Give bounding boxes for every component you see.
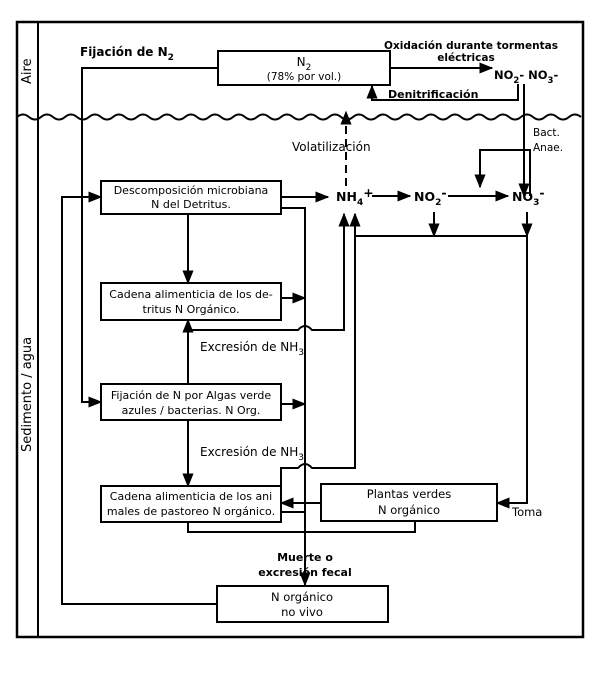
- excretion-nh3-label-2: Excresión de NH3: [200, 445, 304, 463]
- excretion-nh3-label-1: Excresión de NH3: [200, 340, 304, 358]
- uptake-arrow: [495, 236, 528, 509]
- detritus-chain-label-line1: Cadena alimenticia de los de-: [109, 288, 272, 301]
- excretion-nh3-arrow-1: [187, 212, 350, 331]
- bottom-merge-line: [187, 521, 416, 533]
- algae-fixation-box: [100, 383, 282, 421]
- green-plants-label-line1: Plantas verdes: [367, 487, 451, 501]
- nonliving-label-line2: no vivo: [281, 605, 323, 619]
- fixation-n2-label: Fijación de N2: [80, 45, 174, 63]
- no3-water-label: NO3-: [512, 185, 545, 208]
- outer-frame: [15, 20, 585, 639]
- bact-anae-label-line1: Bact.: [533, 127, 560, 139]
- fixation-n2-arrow: [81, 67, 218, 408]
- nonliving-label-line1: N orgánico: [271, 590, 333, 604]
- nonliving-to-decomposition-arrow: [61, 191, 217, 605]
- detritus-chain-label-line2: tritus N Orgánico.: [143, 303, 240, 316]
- n2-box-label: N2: [297, 55, 312, 73]
- microbial-decomposition-box: [100, 180, 282, 215]
- decomposition-label-line1: Descomposición microbiana: [114, 184, 269, 197]
- no2-no3-air-label: NO2- NO3-: [494, 68, 558, 86]
- zone-label-sediment: Sedimento / agua: [20, 337, 35, 452]
- bact-anae-label-line2: Anae.: [533, 142, 563, 154]
- n2-box-percent: (78% por vol.): [267, 71, 342, 83]
- uptake-label: Toma: [511, 505, 542, 519]
- decomposition-label-line2: N del Detritus.: [151, 198, 231, 211]
- oxidation-label-line1: Oxidación durante tormentas: [384, 40, 558, 52]
- denitrification-arrow: [366, 84, 519, 101]
- water-surface-wave: [16, 113, 582, 121]
- algae-label-line2: azules / bacterias. N Org.: [122, 404, 261, 417]
- no2-water-label: NO2-: [414, 185, 447, 208]
- green-plants-label-line2: N orgánico: [378, 503, 440, 517]
- nh4-label: NH4+: [336, 185, 374, 208]
- grazing-chain-label-line2: males de pastoreo N orgánico.: [107, 505, 275, 518]
- excretion-nh3-arrow-2: [280, 236, 356, 492]
- zone-label-air: Aire: [20, 58, 35, 84]
- detritus-food-chain-box: [100, 282, 282, 321]
- bact-anae-arrow: [474, 149, 531, 196]
- grazing-chain-label-line1: Cadena alimenticia de los ani: [110, 490, 272, 503]
- volatilization-label: Volatilización: [292, 140, 371, 154]
- algae-label-line1: Fijación de N por Algas verde: [111, 389, 272, 402]
- denitrification-label: Denitrificación: [388, 88, 478, 101]
- decomp-down-collector: [281, 207, 311, 587]
- nonliving-organic-n-box: [216, 585, 389, 623]
- green-plants-box: [320, 483, 498, 522]
- oxidation-label-line2: eléctricas: [437, 52, 494, 64]
